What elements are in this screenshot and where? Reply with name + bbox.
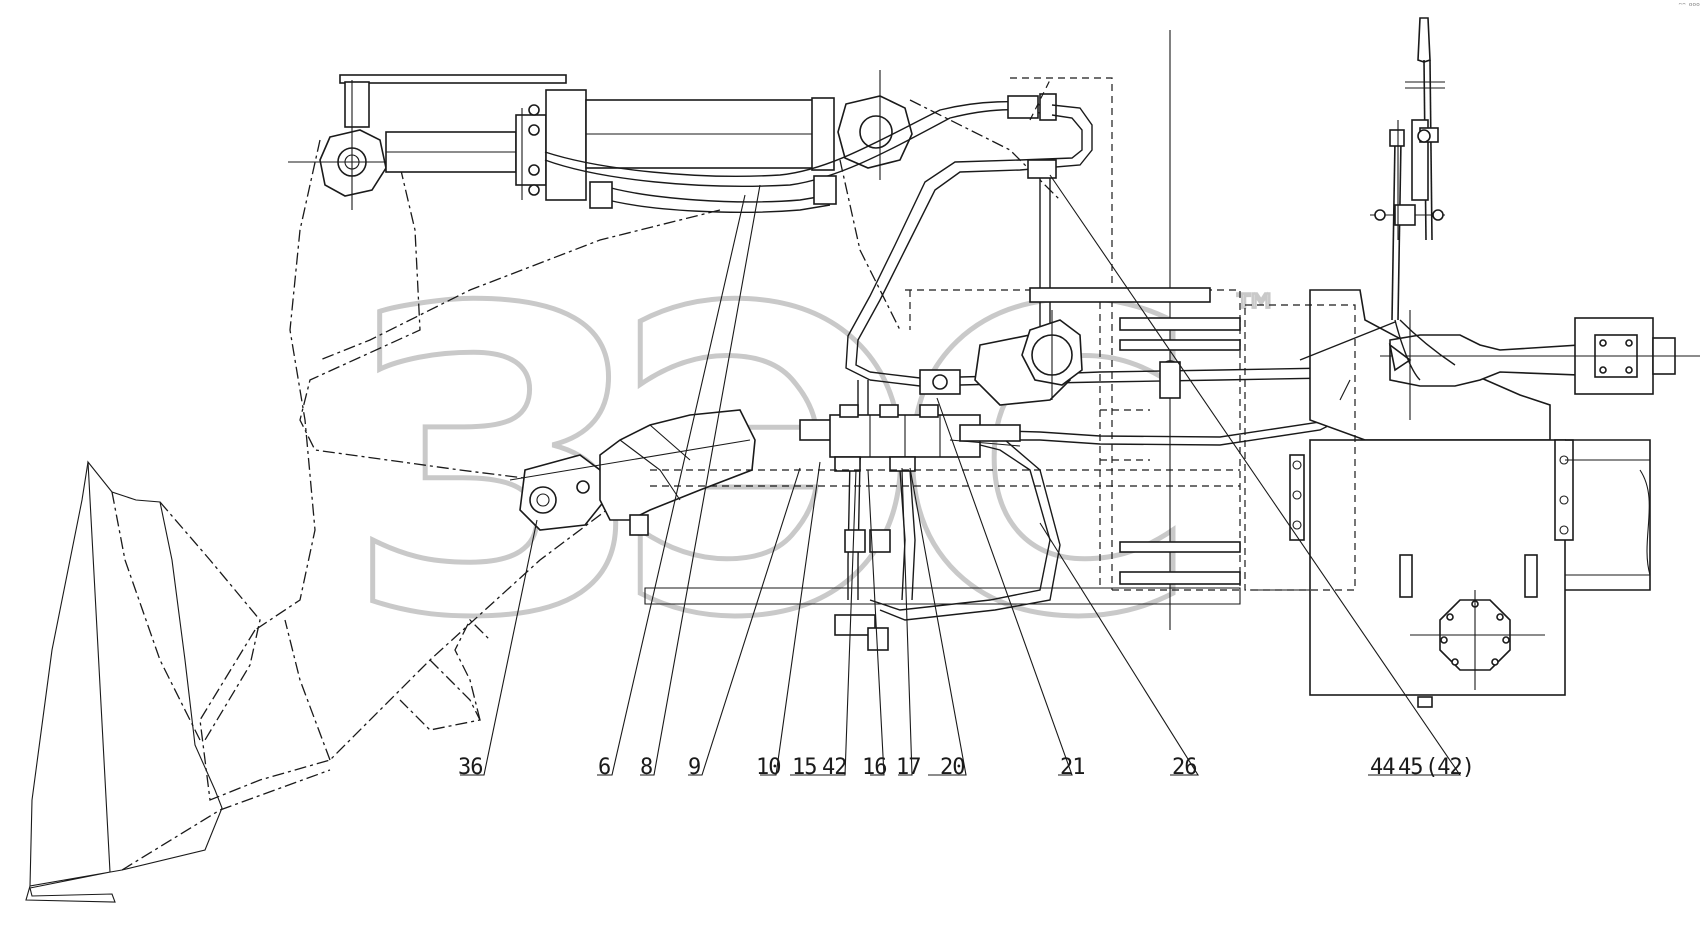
callout-36: 36 xyxy=(458,755,483,780)
top-link-clevis xyxy=(344,81,370,128)
callout-21: 21 xyxy=(1060,755,1085,780)
tilt-cylinder xyxy=(509,409,756,536)
callout-9: 9 xyxy=(688,755,700,780)
callout-45: 45 xyxy=(1398,755,1423,780)
callout-17: 17 xyxy=(896,755,921,780)
boom-pivot-hex xyxy=(319,129,387,197)
top-hoses xyxy=(544,93,1057,213)
callout-8: 8 xyxy=(640,755,652,780)
lift-cylinder xyxy=(288,70,913,210)
center-pivot xyxy=(949,310,1083,447)
callout-44: 44 xyxy=(1370,755,1395,780)
corner-marker: ᵔᵔ ᵒᵒᵒ xyxy=(1678,2,1700,12)
bucket xyxy=(25,460,331,903)
callout-6: 6 xyxy=(598,755,610,780)
callout-15: 15 xyxy=(792,755,817,780)
leader-lines xyxy=(460,174,1462,776)
control-levers xyxy=(1299,17,1456,381)
rear-shaft xyxy=(1380,310,1700,420)
lever-knob xyxy=(1417,17,1431,63)
boom-arm xyxy=(199,99,1061,801)
cylinder-head xyxy=(545,89,587,201)
watermark-trademark: ™ xyxy=(1230,284,1280,342)
callout-42: 42 xyxy=(822,755,847,780)
tilt-cylinder-eye xyxy=(519,454,606,531)
top-link-bar xyxy=(339,74,567,84)
control-valve xyxy=(799,369,981,651)
transmission xyxy=(1244,289,1651,708)
front-frame xyxy=(644,30,1241,630)
cylinder-end-eye xyxy=(837,95,913,169)
callouts: 36 6 8 9 10 15 42 16 17 20 21 26 44 45 (… xyxy=(458,755,1475,780)
gearbox-housing xyxy=(1309,439,1566,696)
callout-26: 26 xyxy=(1172,755,1197,780)
callout-20: 20 xyxy=(940,755,965,780)
output-flange xyxy=(1439,599,1511,671)
callout-16: 16 xyxy=(862,755,887,780)
callout-42-ref: (42) xyxy=(1425,755,1474,780)
callout-10: 10 xyxy=(756,755,781,780)
